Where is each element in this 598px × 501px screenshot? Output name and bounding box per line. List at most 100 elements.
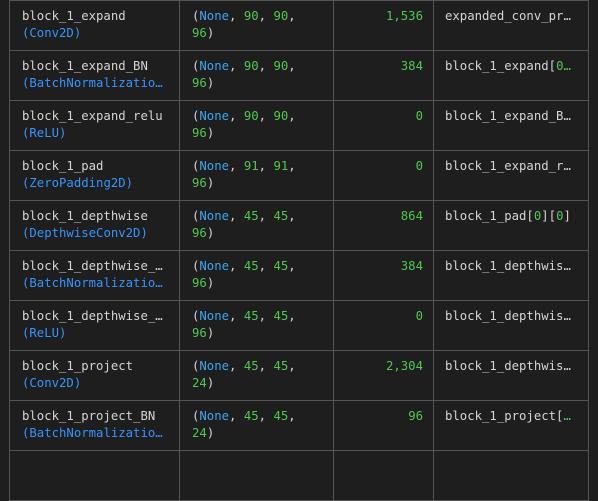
table-row	[9, 450, 589, 501]
table-row: block_1_project (Conv2D)(None, 45, 45, 2…	[9, 350, 589, 401]
punctuation: ,	[258, 359, 274, 373]
punctuation: ,	[288, 9, 296, 23]
shape-height: 45	[243, 359, 259, 373]
punctuation: ,	[229, 209, 244, 223]
shape-batch: None	[199, 409, 230, 423]
layer-cell: block_1_depthwise (DepthwiseConv2D)	[9, 200, 180, 251]
param-count: 0	[415, 109, 423, 123]
punctuation: )	[206, 226, 215, 240]
connected-index: 0	[556, 209, 564, 223]
output-shape-cell: (None, 91, 91, 96)	[179, 150, 334, 201]
punctuation: ,	[258, 309, 274, 323]
layer-cell: block_1_project_BN (BatchNormalizatio…	[9, 400, 180, 451]
table-row: block_1_expand_BN (BatchNormalizatio…(No…	[9, 50, 589, 101]
layer-type: BatchNormalizatio…	[29, 426, 163, 440]
punctuation: ,	[288, 409, 296, 423]
table-cell	[433, 450, 589, 501]
punctuation: ,	[258, 159, 274, 173]
param-count-cell: 384	[333, 250, 434, 301]
shape-channels: 96	[192, 126, 207, 140]
punctuation: ,	[258, 59, 274, 73]
connected-to-cell: block_1_depthwis…	[433, 250, 589, 301]
shape-width: 90	[273, 9, 289, 23]
param-count-cell: 1,536	[333, 0, 434, 51]
shape-channels: 96	[192, 76, 207, 90]
punctuation: ,	[229, 59, 244, 73]
connected-to-bracket: ]	[563, 209, 571, 223]
shape-batch: None	[199, 159, 230, 173]
layer-cell: block_1_expand_relu (ReLU)	[9, 100, 180, 151]
layer-name: block_1_pad	[22, 159, 104, 173]
shape-width: 90	[273, 59, 289, 73]
punctuation: )	[206, 326, 215, 340]
shape-height: 45	[243, 209, 259, 223]
punctuation: (	[22, 26, 30, 40]
punctuation: )	[206, 426, 215, 440]
punctuation: )	[206, 376, 215, 390]
connected-to: block_1_depthwis…	[445, 309, 571, 323]
punctuation: (	[192, 359, 200, 373]
layer-name: block_1_depthwise	[22, 209, 148, 223]
punctuation: )	[73, 26, 82, 40]
layer-name: block_1_expand	[22, 9, 126, 23]
shape-batch: None	[199, 9, 230, 23]
punctuation: )	[140, 226, 148, 240]
layer-type: Conv2D	[29, 26, 74, 40]
punctuation: ,	[229, 159, 244, 173]
table-row: block_1_depthwise_… (BatchNormalizatio…(…	[9, 250, 589, 301]
punctuation: )	[59, 126, 67, 140]
layer-type: BatchNormalizatio…	[29, 276, 163, 290]
connected-to: block_1_depthwis…	[445, 259, 571, 273]
connected-to-cell: block_1_pad[0][0]	[433, 200, 589, 251]
param-count: 2,304	[385, 359, 423, 373]
punctuation: ,	[258, 109, 274, 123]
connected-to: block_1_expand_B…	[445, 109, 571, 123]
punctuation: (	[192, 209, 200, 223]
connected-to-cell: block_1_depthwis…	[433, 300, 589, 351]
punctuation: (	[22, 326, 30, 340]
punctuation: ,	[288, 359, 296, 373]
layer-type: Conv2D	[29, 376, 74, 390]
param-count-cell: 864	[333, 200, 434, 251]
punctuation: )	[59, 326, 67, 340]
punctuation: (	[192, 109, 200, 123]
punctuation: ,	[229, 109, 244, 123]
punctuation: )	[206, 76, 215, 90]
shape-width: 91	[273, 159, 289, 173]
output-shape-cell: (None, 45, 45, 24)	[179, 350, 334, 401]
connected-to-cell: block_1_expand[0…	[433, 50, 589, 101]
layer-cell: block_1_expand_BN (BatchNormalizatio…	[9, 50, 180, 101]
punctuation: (	[22, 76, 30, 90]
punctuation: )	[206, 276, 215, 290]
shape-width: 45	[273, 409, 289, 423]
param-count-cell: 0	[333, 150, 434, 201]
shape-batch: None	[199, 109, 230, 123]
param-count-cell: 2,304	[333, 350, 434, 401]
punctuation: ,	[258, 259, 274, 273]
punctuation: ,	[229, 309, 244, 323]
punctuation: )	[206, 176, 215, 190]
punctuation: (	[192, 309, 200, 323]
punctuation: ,	[258, 409, 274, 423]
punctuation: ,	[258, 209, 274, 223]
model-summary-output: block_1_expand (Conv2D)(None, 90, 90, 96…	[9, 0, 589, 501]
connected-index: 0	[533, 209, 542, 223]
layer-type: DepthwiseConv2D	[29, 226, 141, 240]
param-count-cell: 384	[333, 50, 434, 101]
output-shape-cell: (None, 45, 45, 24)	[179, 400, 334, 451]
connected-to: expanded_conv_pr…	[445, 9, 571, 23]
table-cell	[9, 450, 180, 501]
shape-channels: 24	[192, 426, 207, 440]
layer-cell: block_1_depthwise_… (BatchNormalizatio…	[9, 250, 180, 301]
connected-to: block_1_expand[	[445, 59, 557, 73]
punctuation: ,	[229, 409, 244, 423]
shape-channels: 24	[192, 376, 207, 390]
punctuation: (	[192, 59, 200, 73]
shape-channels: 96	[192, 276, 207, 290]
connected-to: block_1_depthwis…	[445, 359, 571, 373]
shape-height: 45	[243, 309, 259, 323]
layer-name: block_1_project_BN	[22, 409, 156, 423]
shape-width: 45	[273, 209, 289, 223]
punctuation: (	[22, 276, 30, 290]
shape-height: 90	[243, 59, 259, 73]
